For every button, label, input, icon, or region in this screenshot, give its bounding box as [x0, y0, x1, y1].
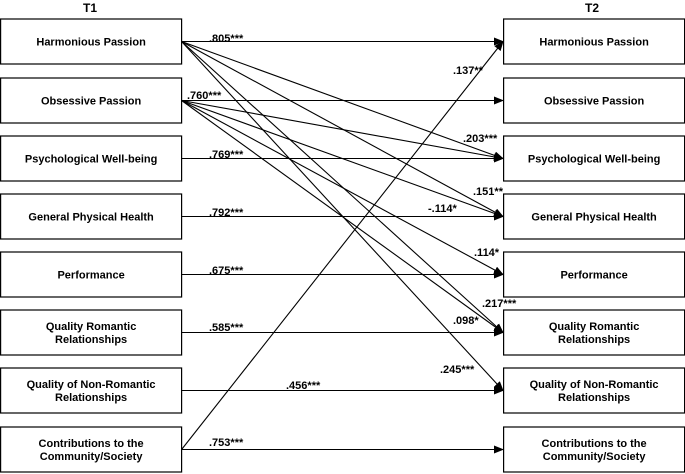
path-coefficient: .114*	[474, 247, 500, 259]
t1-box: Harmonious Passion	[0, 18, 183, 65]
t2-box: General Physical Health	[503, 193, 685, 240]
path-coefficient: -.114*	[428, 203, 457, 215]
t1-box-label: Harmonious Passion	[36, 37, 146, 49]
path-arrow	[181, 41, 504, 392]
t1-box: Obsessive Passion	[0, 77, 183, 124]
path-coefficient: .151**	[473, 186, 504, 198]
path-coefficient: .753***	[209, 437, 244, 449]
t2-box: Psychological Well-being	[503, 135, 685, 182]
path-arrow	[181, 40, 504, 160]
t1-box: Performance	[0, 251, 183, 298]
t1-box-border	[0, 77, 183, 124]
t2-box-label: General Physical Health	[531, 212, 657, 224]
t2-column-label: T2	[585, 1, 599, 15]
t2-box-label: Obsessive Passion	[544, 96, 645, 108]
t2-box-border	[503, 135, 685, 182]
path-arrow	[181, 99, 504, 218]
t2-box-border	[503, 309, 685, 356]
path-coefficient: .245***	[440, 364, 475, 376]
path-arrow	[181, 99, 504, 161]
path-coefficient: .792***	[209, 207, 244, 219]
path-coefficient: .769***	[209, 149, 244, 161]
path-coefficient: .098*	[453, 315, 479, 327]
t2-box-label: Relationships	[558, 334, 630, 346]
t2-box: Harmonious Passion	[503, 18, 685, 65]
path-coefficient: .137**	[453, 65, 484, 77]
t1-box-border	[0, 18, 183, 65]
path-coefficient: .675***	[209, 265, 244, 277]
t1-box-label: General Physical Health	[28, 212, 154, 224]
t2-box-label: Quality of Non-Romantic	[530, 379, 659, 391]
t2-box-label: Performance	[560, 270, 627, 282]
path-coefficient: .585***	[209, 322, 244, 334]
t1-box: General Physical Health	[0, 193, 183, 240]
t1-box-border	[0, 309, 183, 356]
t2-box-label: Community/Society	[543, 451, 647, 463]
t2-box: Performance	[503, 251, 685, 298]
path-arrow	[181, 40, 504, 450]
t1-column-label: T1	[83, 1, 97, 15]
t1-box-label: Performance	[57, 270, 124, 282]
t2-box-label: Harmonious Passion	[539, 37, 649, 49]
t1-box-border	[0, 193, 183, 240]
path-arrow	[181, 41, 504, 334]
t2-box-border	[503, 367, 685, 414]
path-coefficient: .456***	[286, 380, 321, 392]
t2-box-border	[503, 77, 685, 124]
t2-box-label: Quality Romantic	[549, 321, 639, 333]
path-coefficient: .203***	[463, 133, 498, 145]
path-coefficient: .217***	[482, 298, 517, 310]
t1-box-label: Relationships	[55, 334, 127, 346]
t2-box-border	[503, 193, 685, 240]
t2-box: Obsessive Passion	[503, 77, 685, 124]
t1-box-border	[0, 251, 183, 298]
t2-box-label: Relationships	[558, 392, 630, 404]
t1-box-label: Contributions to the	[39, 438, 144, 450]
t1-box-border	[0, 426, 183, 473]
t2-box-label: Psychological Well-being	[528, 154, 660, 166]
t1-box-label: Obsessive Passion	[41, 96, 142, 108]
path-coefficient: .760***	[187, 90, 222, 102]
t2-box-border	[503, 251, 685, 298]
t1-box-border	[0, 367, 183, 414]
t1-box-label: Relationships	[55, 392, 127, 404]
t1-box-label: Community/Society	[40, 451, 144, 463]
t1-box-label: Quality Romantic	[46, 321, 136, 333]
t2-box-label: Contributions to the	[542, 438, 647, 450]
t1-box: Psychological Well-being	[0, 135, 183, 182]
path-coefficient: .805***	[209, 33, 244, 45]
t1-box-label: Quality of Non-Romantic	[27, 379, 156, 391]
path-arrows	[181, 37, 504, 454]
t2-box-border	[503, 18, 685, 65]
coefficient-labels: .805*** .760*** .769*** .792*** .675*** .585*…	[187, 33, 517, 449]
t1-box-label: Psychological Well-being	[25, 154, 157, 166]
t1-box-border	[0, 135, 183, 182]
